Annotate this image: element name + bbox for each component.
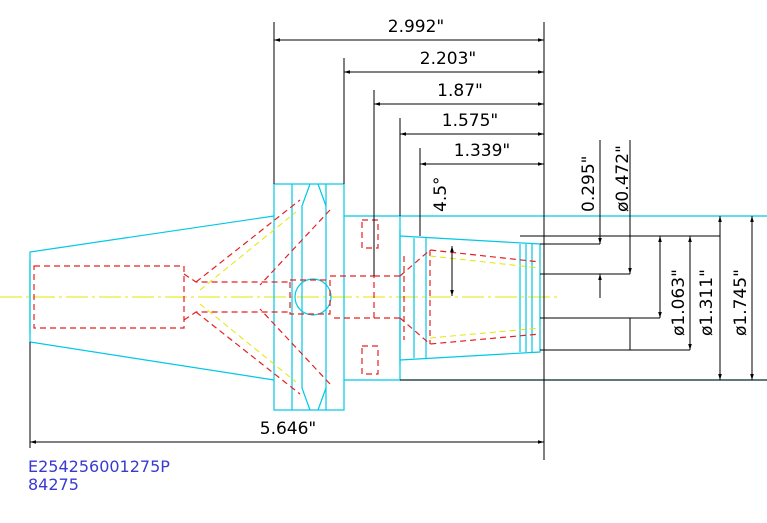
extension-lines xyxy=(29,22,767,460)
dim-text-0472: ø0.472" xyxy=(613,145,633,212)
phantom-lines xyxy=(199,211,541,383)
dim-text-187: 1.87" xyxy=(437,81,483,101)
dim-text-1745: ø1.745" xyxy=(731,269,751,336)
angle-text: 4.5° xyxy=(431,176,451,212)
dim-text-1311: ø1.311" xyxy=(697,269,717,336)
dim-text-5646: 5.646" xyxy=(260,419,317,439)
dim-text-1063: ø1.063" xyxy=(669,269,689,336)
dim-text-2992: 2.992" xyxy=(388,17,445,37)
dim-text-0295: 0.295" xyxy=(579,156,599,213)
part-code: 84275 xyxy=(28,475,79,494)
part-number: E254256001275P xyxy=(28,457,170,476)
dimension-lines xyxy=(30,38,754,444)
part-info: E254256001275P 84275 xyxy=(28,458,170,494)
hidden-lines xyxy=(33,199,541,395)
dim-text-2203: 2.203" xyxy=(420,49,477,69)
dim-text-1339: 1.339" xyxy=(454,141,511,161)
dim-text-1575: 1.575" xyxy=(442,111,499,131)
